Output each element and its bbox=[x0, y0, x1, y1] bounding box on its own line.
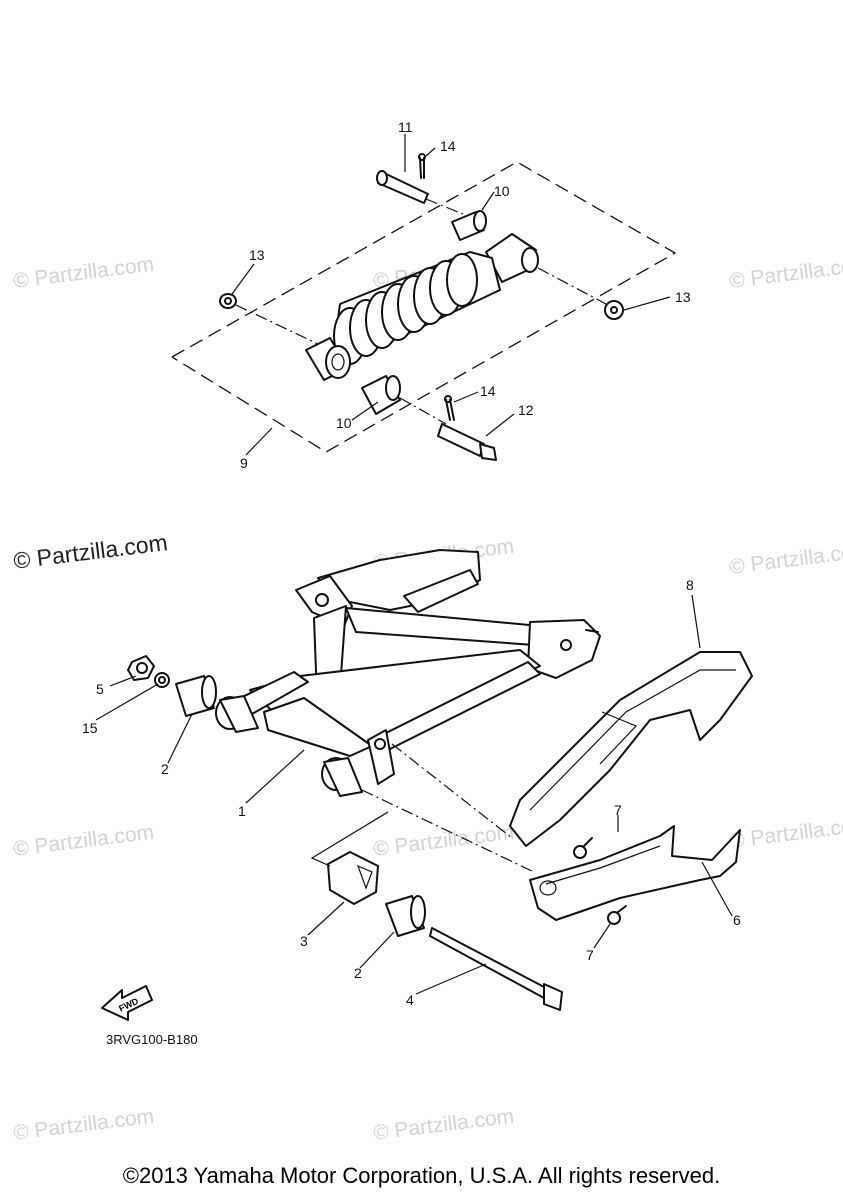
washer-13-right bbox=[604, 300, 624, 320]
fwd-arrow-icon: FWD bbox=[101, 985, 153, 1021]
pin-12 bbox=[437, 423, 497, 461]
shock-absorber bbox=[305, 233, 607, 381]
callout-7: 7 bbox=[586, 947, 594, 963]
diagram-code: 3RVG100-B180 bbox=[106, 1032, 198, 1047]
swingarm-frame bbox=[215, 549, 601, 873]
bolt-7-lower bbox=[607, 905, 627, 925]
callout-15: 15 bbox=[82, 720, 98, 736]
washer-15 bbox=[154, 672, 170, 688]
bush-10-bottom bbox=[361, 375, 447, 425]
callout-2: 2 bbox=[161, 761, 169, 777]
pin-11 bbox=[376, 170, 469, 217]
callout-4: 4 bbox=[406, 992, 414, 1008]
callout-10: 10 bbox=[336, 415, 352, 431]
callout-14: 14 bbox=[440, 138, 456, 154]
callout-7: 7 bbox=[614, 802, 622, 818]
callout-6: 6 bbox=[733, 912, 741, 928]
washer-13-left bbox=[219, 293, 319, 345]
callout-13: 13 bbox=[675, 289, 691, 305]
cotter-pin-14-bottom bbox=[444, 395, 455, 421]
callout-8: 8 bbox=[686, 577, 694, 593]
shock-group-outline bbox=[171, 161, 677, 453]
chain-guard-8 bbox=[509, 651, 753, 847]
leader-lines bbox=[95, 134, 733, 995]
bush-group-bracket bbox=[310, 811, 389, 867]
pivot-shaft-4 bbox=[429, 927, 563, 1011]
callout-11: 11 bbox=[398, 119, 413, 135]
copyright-notice: ©2013 Yamaha Motor Corporation, U.S.A. A… bbox=[122, 1163, 721, 1188]
bush-2-lower bbox=[385, 895, 426, 937]
callout-13: 13 bbox=[249, 247, 265, 263]
callout-5: 5 bbox=[96, 681, 104, 697]
nut-5 bbox=[127, 655, 155, 681]
bush-2-upper bbox=[175, 675, 217, 717]
bolt-7-upper bbox=[573, 837, 593, 859]
callout-1: 1 bbox=[238, 803, 246, 819]
bush-10-top bbox=[451, 210, 487, 241]
callout-10: 10 bbox=[494, 183, 510, 199]
cotter-pin-14-top bbox=[418, 153, 426, 179]
callout-2: 2 bbox=[354, 965, 362, 981]
callout-3: 3 bbox=[300, 933, 308, 949]
chain-guide-6 bbox=[529, 825, 741, 921]
callout-14: 14 bbox=[480, 383, 496, 399]
collar-3 bbox=[327, 851, 379, 905]
callout-12: 12 bbox=[518, 402, 534, 418]
callout-9: 9 bbox=[240, 455, 248, 471]
